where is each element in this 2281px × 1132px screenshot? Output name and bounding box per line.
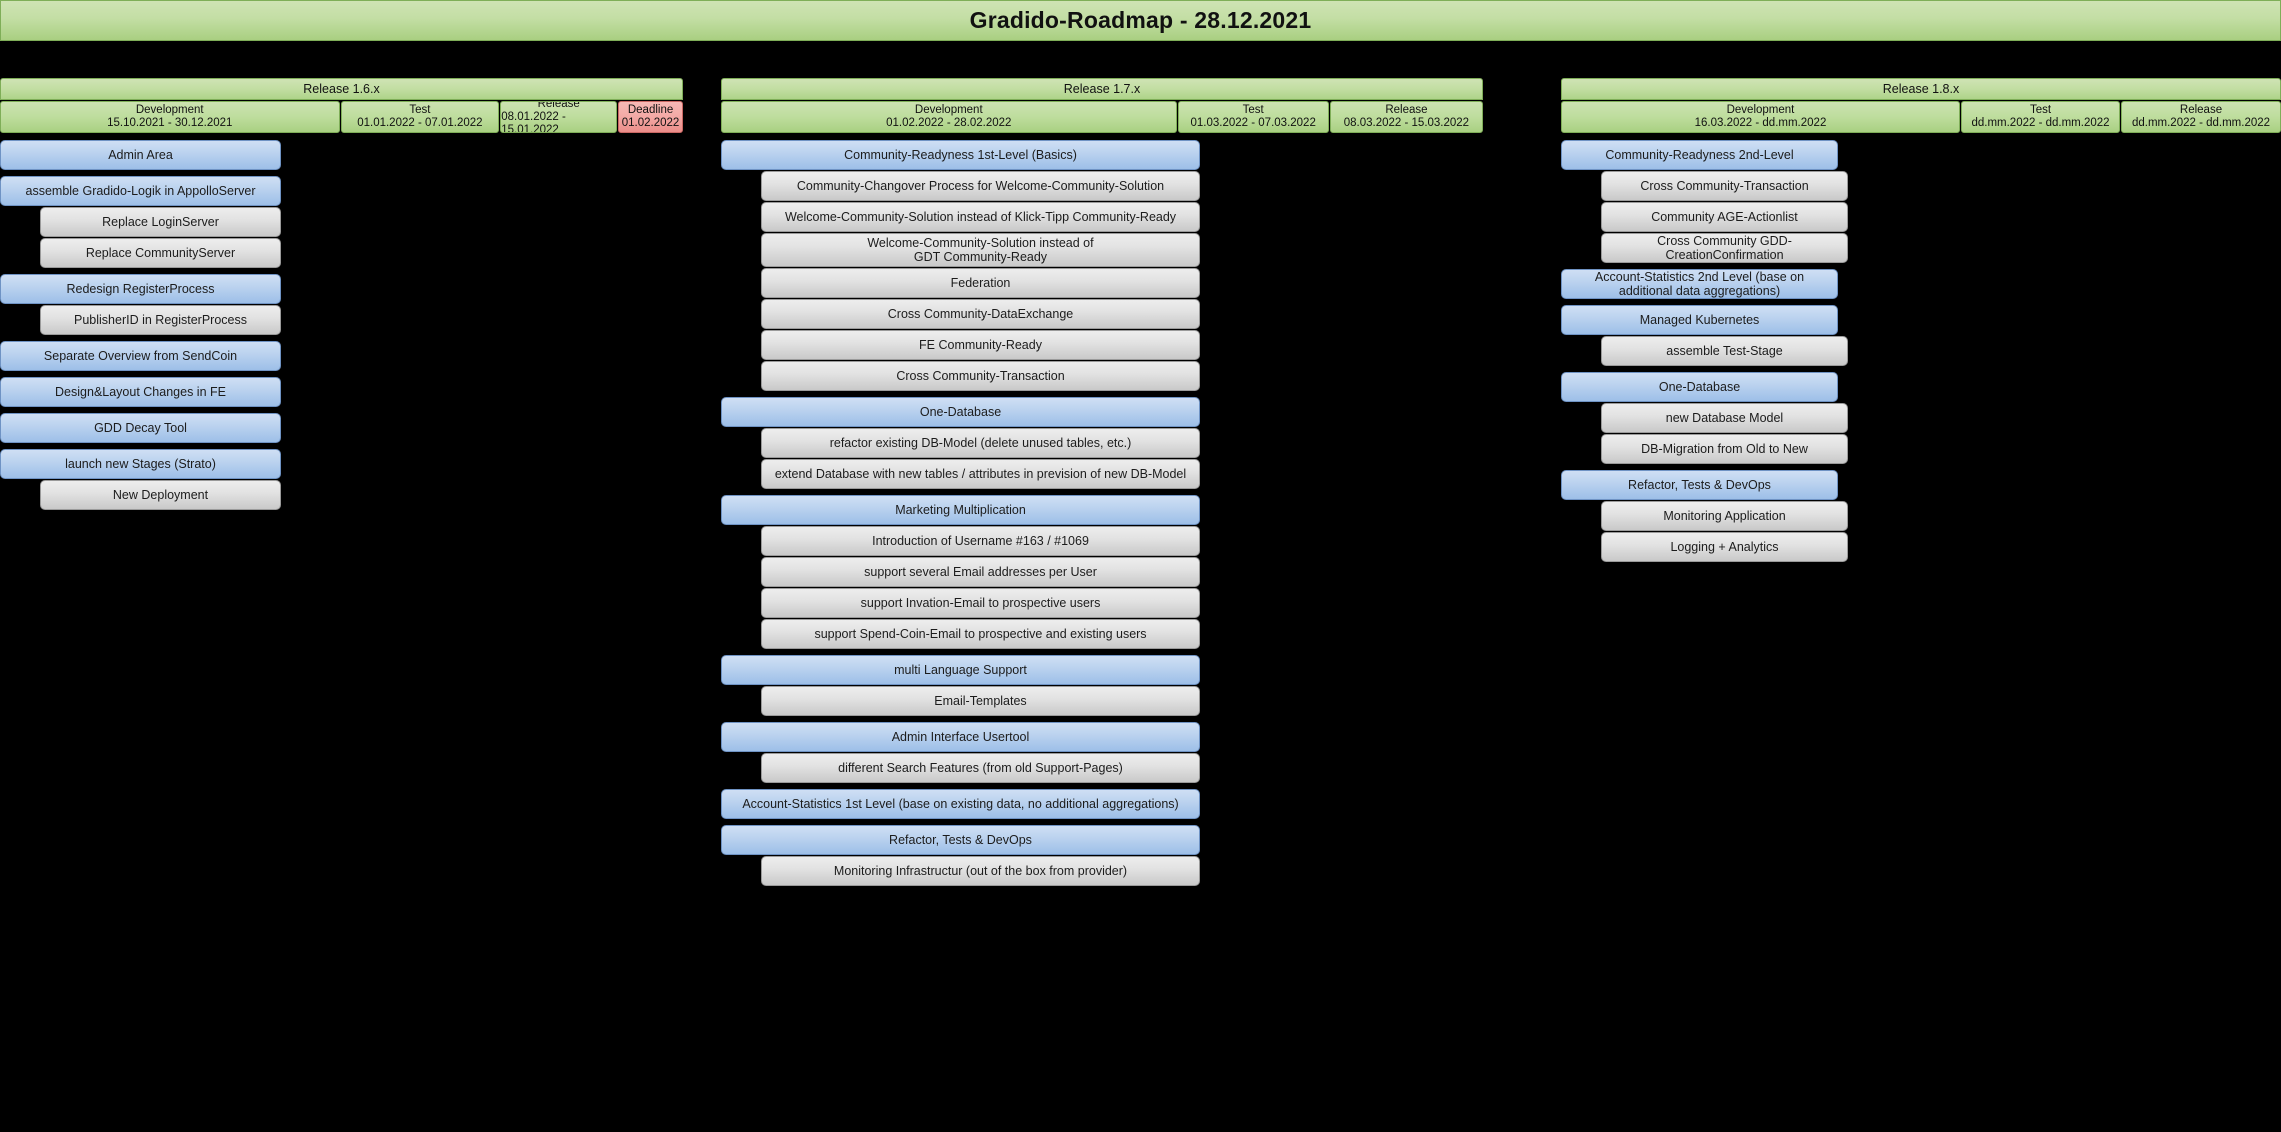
task-sub[interactable]: new Database Model [1601, 403, 1848, 433]
task-sub[interactable]: Replace LoginServer [40, 207, 281, 237]
task-sub[interactable]: Logging + Analytics [1601, 532, 1848, 562]
task-sub[interactable]: FE Community-Ready [761, 330, 1200, 360]
task-list: Admin Area assemble Gradido-Logik in Appo… [0, 140, 683, 510]
task-main[interactable]: Account-Statistics 1st Level (base on ex… [721, 789, 1200, 819]
task-sub[interactable]: Monitoring Application [1601, 501, 1848, 531]
task-sub[interactable]: extend Database with new tables / attrib… [761, 459, 1200, 489]
page-title: Gradido-Roadmap - 28.12.2021 [0, 0, 2281, 41]
phase-dates: 15.10.2021 - 30.12.2021 [107, 117, 233, 129]
task-sub[interactable]: Cross Community GDD-CreationConfirmation [1601, 233, 1848, 263]
task-sub[interactable]: Welcome-Community-Solution instead of Kl… [761, 202, 1200, 232]
task-sub[interactable]: New Deployment [40, 480, 281, 510]
task-main[interactable]: Design&Layout Changes in FE [0, 377, 281, 407]
task-main[interactable]: Redesign RegisterProcess [0, 274, 281, 304]
phase-name: Test [1242, 104, 1264, 116]
task-sub[interactable]: Email-Templates [761, 686, 1200, 716]
release-header: Release 1.8.x [1561, 78, 2281, 100]
task-main[interactable]: Managed Kubernetes [1561, 305, 1838, 335]
release-header: Release 1.7.x [721, 78, 1483, 100]
phase-name: Development [1726, 104, 1795, 116]
task-sub[interactable]: support several Email addresses per User [761, 557, 1200, 587]
task-main[interactable]: Refactor, Tests & DevOps [721, 825, 1200, 855]
task-main[interactable]: Account-Statistics 2nd Level (base on ad… [1561, 269, 1838, 299]
phase-name: Release [1385, 104, 1428, 116]
phase-dates: 01.02.2022 [621, 117, 680, 129]
task-sub[interactable]: Monitoring Infrastructur (out of the box… [761, 856, 1200, 886]
task-sub[interactable]: assemble Test-Stage [1601, 336, 1848, 366]
task-main[interactable]: Refactor, Tests & DevOps [1561, 470, 1838, 500]
phase-dates: 08.01.2022 - 15.01.2022 [501, 110, 566, 133]
release-header: Release 1.6.x [0, 78, 683, 100]
task-main[interactable]: multi Language Support [721, 655, 1200, 685]
task-sub[interactable]: DB-Migration from Old to New [1601, 434, 1848, 464]
task-main[interactable]: assemble Gradido-Logik in AppolloServer [0, 176, 281, 206]
task-sub[interactable]: Welcome-Community-Solution instead of GD… [761, 233, 1200, 267]
phase-dates: dd.mm.2022 - dd.mm.2022 [2131, 117, 2271, 129]
task-main[interactable]: One-Database [721, 397, 1200, 427]
task-sub[interactable]: Cross Community-Transaction [1601, 171, 1848, 201]
task-sub[interactable]: Introduction of Username #163 / #1069 [761, 526, 1200, 556]
phase-dates: 16.03.2022 - dd.mm.2022 [1694, 117, 1827, 129]
task-sub[interactable]: Federation [761, 268, 1200, 298]
phase-name: Development [135, 104, 204, 116]
task-main[interactable]: Separate Overview from SendCoin [0, 341, 281, 371]
phase-dates: dd.mm.2022 - dd.mm.2022 [1971, 117, 2110, 129]
phase-name: Test [409, 104, 431, 116]
task-sub[interactable]: refactor existing DB-Model (delete unuse… [761, 428, 1200, 458]
phase-dates: 01.02.2022 - 28.02.2022 [886, 117, 1012, 129]
task-sub[interactable]: Replace CommunityServer [40, 238, 281, 268]
phase-name: Release [2179, 104, 2223, 116]
task-main[interactable]: Community-Readyness 2nd-Level [1561, 140, 1838, 170]
phase-name: Release [537, 101, 580, 110]
phase-dates: 01.03.2022 - 07.03.2022 [1190, 117, 1316, 129]
phase-dates: 01.01.2022 - 07.01.2022 [357, 117, 483, 129]
task-sub[interactable]: different Search Features (from old Supp… [761, 753, 1200, 783]
phase-name: Test [2029, 104, 2052, 116]
task-sub[interactable]: support Invation-Email to prospective us… [761, 588, 1200, 618]
task-main[interactable]: Admin Area [0, 140, 281, 170]
task-sub[interactable]: Community AGE-Actionlist [1601, 202, 1848, 232]
task-list: Community-Readyness 1st-Level (Basics)Co… [721, 140, 1483, 886]
phase-dates: 08.03.2022 - 15.03.2022 [1343, 117, 1470, 129]
task-main[interactable]: One-Database [1561, 372, 1838, 402]
task-sub[interactable]: Cross Community-Transaction [761, 361, 1200, 391]
task-main[interactable]: Marketing Multiplication [721, 495, 1200, 525]
task-sub[interactable]: Cross Community-DataExchange [761, 299, 1200, 329]
task-main[interactable]: launch new Stages (Strato) [0, 449, 281, 479]
phase-name: Deadline [627, 104, 674, 116]
task-main[interactable]: Admin Interface Usertool [721, 722, 1200, 752]
task-sub[interactable]: support Spend-Coin-Email to prospective … [761, 619, 1200, 649]
phase-name: Development [914, 104, 983, 116]
task-sub[interactable]: Community-Changover Process for Welcome-… [761, 171, 1200, 201]
task-main[interactable]: Community-Readyness 1st-Level (Basics) [721, 140, 1200, 170]
task-sub[interactable]: PublisherID in RegisterProcess [40, 305, 281, 335]
task-main[interactable]: GDD Decay Tool [0, 413, 281, 443]
